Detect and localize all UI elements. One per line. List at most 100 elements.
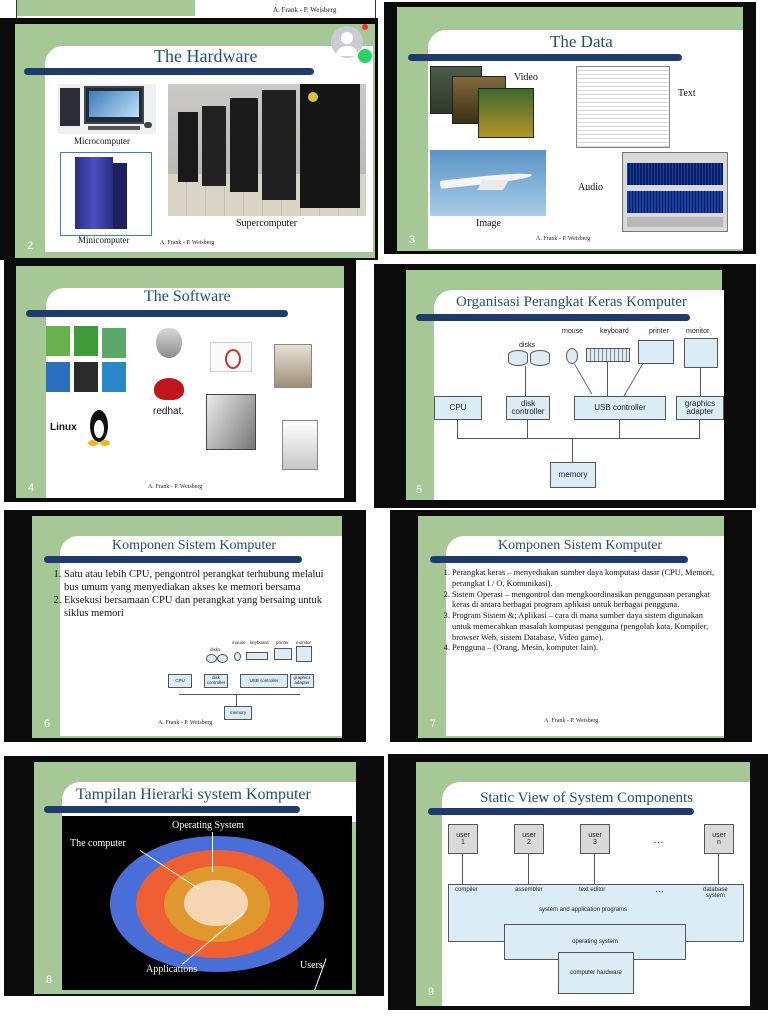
slide-number: 2 xyxy=(27,240,34,252)
text-label: Text xyxy=(678,88,696,99)
slide-number: 9 xyxy=(428,986,435,998)
whatsapp-icon[interactable] xyxy=(357,48,373,64)
tux-penguin-icon xyxy=(84,410,114,446)
slide-hierarchy-view[interactable]: Tampilan Hierarki system Komputer Operat… xyxy=(4,756,384,996)
monitor-label: monitor xyxy=(686,328,710,335)
program-label: database system xyxy=(703,887,728,899)
supercomputer-label: Supercomputer xyxy=(236,218,298,229)
text-document-image xyxy=(576,66,670,148)
printer-label: printer xyxy=(649,328,669,335)
audio-waveform-image xyxy=(622,152,728,232)
memory-box: memory xyxy=(224,706,252,720)
video-thumbnails xyxy=(430,66,534,140)
monitor-label: monitor xyxy=(296,640,312,645)
keyboard-label: keyboard xyxy=(600,328,629,335)
slide-number: 7 xyxy=(430,718,437,730)
slide-credit: A. Frank - P. Weisberg xyxy=(160,240,215,246)
keyboard-icon xyxy=(586,348,630,362)
slide-title: The Data xyxy=(550,32,613,51)
disk-icon xyxy=(508,350,528,366)
disk-controller-box: disk controller xyxy=(506,396,550,420)
list-item: Perangkat keras – menyediakan sumber day… xyxy=(452,568,716,590)
slide-credit: A. Frank - P. Weisberg xyxy=(158,720,213,726)
slide-credit: A. Frank - P. Weisberg xyxy=(536,236,591,242)
slide-title: The Software xyxy=(144,288,231,305)
apple-logo-icon xyxy=(156,328,182,358)
disks-label: disks xyxy=(210,647,221,652)
title-bar xyxy=(428,808,694,815)
windows-boxes-image xyxy=(46,326,130,394)
slide-credit: A. Frank - P. Weisberg xyxy=(544,718,599,724)
title-bar xyxy=(430,556,688,563)
slide-system-components-2[interactable]: Komponen Sistem Komputer Perangkat keras… xyxy=(390,510,752,742)
hierarchy-diagram: Operating System The computer Applicatio… xyxy=(62,816,352,990)
slide-number: 4 xyxy=(28,482,35,494)
program-label: compiler xyxy=(455,887,478,893)
disk-icon xyxy=(530,350,550,366)
computer-label: The computer xyxy=(70,838,126,849)
slide-number: 3 xyxy=(409,234,416,246)
applications-label: Applications xyxy=(146,964,198,975)
top-strip: A. Frank - P. Weisberg xyxy=(16,0,376,19)
slide-system-components-1[interactable]: Komponen Sistem Komputer Satu atau lebih… xyxy=(4,510,366,742)
slide-number: 6 xyxy=(44,718,51,730)
acrobat-box-icon xyxy=(210,342,252,372)
graphics-adapter-box: graphics adapter xyxy=(676,396,724,420)
microcomputer-image xyxy=(58,84,156,134)
slide-title: Static View of System Components xyxy=(480,790,693,806)
user-box: user 3 xyxy=(580,824,610,854)
green-tab xyxy=(17,0,195,16)
slide-hardware[interactable]: The Hardware Microcomputer Minicomputer … xyxy=(0,18,378,260)
list-item: Satu atau lebih CPU, pengontrol perangka… xyxy=(64,568,332,594)
slide-number: 8 xyxy=(46,974,53,986)
title-bar xyxy=(416,314,690,321)
slide-number: 5 xyxy=(416,484,423,496)
redhat-label: redhat. xyxy=(153,406,185,417)
graphics-adapter-box: graphics adapter xyxy=(290,674,314,688)
slide-data[interactable]: The Data Video Text Image Audio A. Frank… xyxy=(384,2,756,254)
mouse-label: mouse xyxy=(562,328,584,335)
title-bar xyxy=(26,310,288,317)
program-label: text editor xyxy=(579,887,606,893)
printer-icon xyxy=(638,340,674,364)
video-label: Video xyxy=(514,72,538,83)
avatar-icon[interactable] xyxy=(331,26,363,58)
title-bar xyxy=(44,556,302,563)
minicomputer-image xyxy=(60,152,152,236)
title-bar xyxy=(44,806,300,813)
image-label: Image xyxy=(476,218,501,229)
slide-software[interactable]: The Software redhat. Linux A. Frank - P.… xyxy=(4,260,356,502)
title-bar xyxy=(24,68,314,75)
cpu-box: CPU xyxy=(434,396,482,420)
slide-title: Komponen Sistem Komputer xyxy=(112,538,277,553)
minicomputer-label: Minicomputer xyxy=(78,235,130,245)
apps-layer-label: system and application programs xyxy=(539,907,628,913)
supercomputer-image xyxy=(168,84,366,216)
usb-controller-box: USB controller xyxy=(574,396,666,420)
keyboard-label: keyboard xyxy=(250,640,269,645)
slide-title: Komponen Sistem Komputer xyxy=(498,538,663,553)
disks-label: disks xyxy=(519,342,535,349)
user-box: user n xyxy=(704,824,734,854)
monitor-icon xyxy=(684,338,718,368)
bullet-list: Satu atau lebih CPU, pengontrol perangka… xyxy=(46,568,332,621)
redhat-logo-icon xyxy=(154,378,184,400)
bullet-list: Perangkat keras – menyediakan sumber day… xyxy=(434,568,716,654)
audio-label: Audio xyxy=(578,182,603,193)
list-item: Program Sistem &; Aplikasi – cara di man… xyxy=(452,611,716,643)
slide-title: Tampilan Hierarki system Komputer xyxy=(76,786,311,803)
mouse-icon xyxy=(566,348,578,364)
user-box: user 1 xyxy=(448,824,478,854)
title-bar xyxy=(408,54,682,61)
program-label: assembler xyxy=(515,887,543,893)
slide-title: Organisasi Perangkat Keras Komputer xyxy=(456,294,687,310)
list-item: Sistem Operasi – mengontrol dan mengkoor… xyxy=(452,590,716,612)
slide-credit: A. Frank - P. Weisberg xyxy=(273,6,337,14)
slide-hardware-organization[interactable]: Organisasi Perangkat Keras Komputer mous… xyxy=(374,264,756,508)
microcomputer-label: Microcomputer xyxy=(74,136,130,146)
slide-title: The Hardware xyxy=(154,46,258,66)
user-box: user 2 xyxy=(514,824,544,854)
slide-static-view[interactable]: Static View of System Components user 1 … xyxy=(388,754,768,1010)
concorde-image xyxy=(430,150,546,216)
cpu-box: CPU xyxy=(168,674,192,688)
